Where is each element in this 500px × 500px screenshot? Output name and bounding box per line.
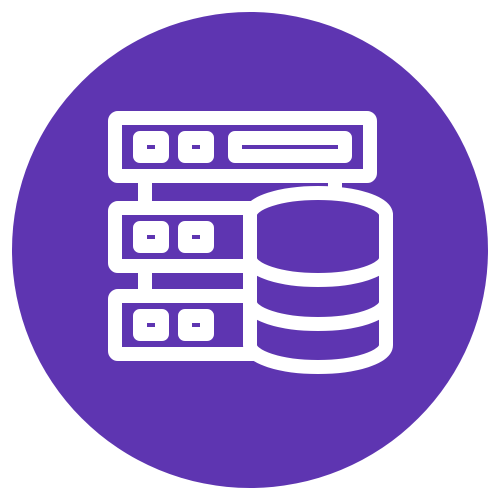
- bay-bot-2: [178, 309, 214, 341]
- icon-strokes: [108, 111, 393, 374]
- server-unit-top: [108, 111, 377, 183]
- slot-top: [228, 131, 352, 163]
- db-ring-1: [243, 251, 393, 287]
- bay-mid-2: [178, 221, 214, 253]
- db-body: [243, 208, 393, 374]
- bay-top-2: [178, 131, 214, 163]
- database-cylinder: [243, 186, 393, 374]
- db-ring-2: [243, 295, 393, 331]
- bay-bot-1: [133, 309, 169, 341]
- bay-top-1: [133, 131, 169, 163]
- bay-mid-1: [133, 221, 169, 253]
